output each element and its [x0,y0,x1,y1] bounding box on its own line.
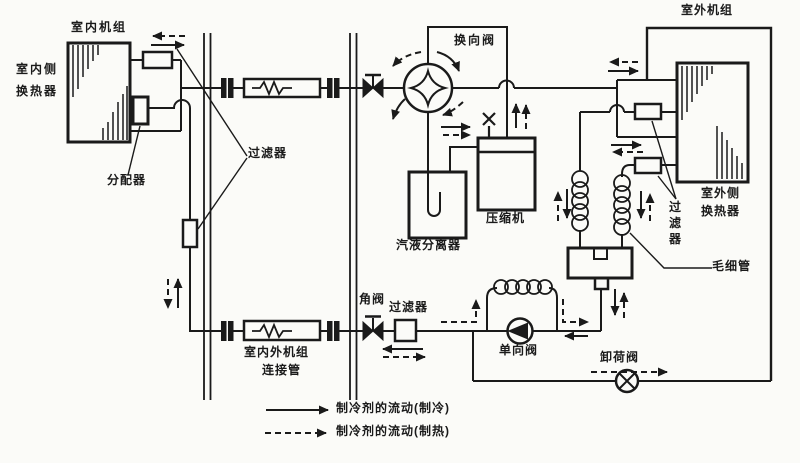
check-valve-section [383,279,601,381]
compressor [476,112,537,212]
legend-cooling-label: 制冷剂的流动(制冷) [336,401,450,415]
angle-valve-top [362,73,404,99]
gas-liquid-separator [407,112,478,240]
capillary-label: 毛细管 [712,259,752,273]
flare-connector [221,321,227,341]
capillary-header [566,246,634,280]
flare-connector [228,78,234,98]
reversing-valve [402,26,617,138]
reversing-valve-label: 换向阀 [454,33,497,47]
outdoor-hx-label-2: 换热器 [701,204,741,218]
capillary-coil-2 [613,174,631,236]
line-filter-bottom [393,318,418,343]
indoor-hx-label-1: 室内侧 [16,62,59,76]
connecting-pipes [221,77,363,342]
distributor [131,95,150,126]
hatch-lines [72,45,128,140]
check-valve-label: 单向阀 [499,343,539,357]
wall-right [349,33,358,400]
outdoor-filter-2 [633,156,663,175]
flare-connector [334,321,340,341]
separator-label: 汽液分离器 [396,238,462,252]
outdoor-hx-label-1: 室外侧 [701,186,741,200]
unload-valve-label: 卸荷阀 [600,350,640,364]
flare-connector [228,321,234,341]
flare-connector [327,78,333,98]
indoor-top-filter [141,50,174,70]
angle-valve-bottom [362,315,384,342]
indoor-piping [130,50,222,332]
outdoor-heat-exchanger [675,61,750,184]
flow-arrows-heating [152,31,668,377]
distributor-label: 分配器 [107,173,147,187]
flare-connector [327,321,333,341]
leader-lines [127,48,712,269]
indoor-filter-label: 过滤器 [248,146,288,160]
outdoor-unit-outline [645,26,773,381]
indoor-line-filter [181,218,199,249]
outdoor-filter-label: 过滤器 [669,200,682,246]
unload-valve-line [473,368,771,394]
capillary-coil-1 [571,170,589,232]
outdoor-circuit [566,79,677,331]
flare-connector [221,78,227,98]
connecting-pipe-label-2: 连接管 [262,363,302,377]
flow-legend [265,405,329,438]
legend-heating-label: 制冷剂的流动(制热) [336,424,450,438]
outdoor-filter-1 [633,102,663,121]
service-valve-icon [482,112,496,138]
bottom-filter-label: 过滤器 [389,300,429,314]
flow-arrows-cooling [151,40,646,354]
angle-valve-label: 角阀 [359,292,386,306]
outdoor-unit-title: 室外机组 [681,3,734,17]
flare-connector [334,78,340,98]
bypass-coil [493,279,553,295]
indoor-hx-label-2: 换热器 [16,84,59,98]
compressor-label: 压缩机 [486,211,526,225]
hatch-lines [681,66,743,179]
wall-left [203,33,212,400]
indoor-heat-exchanger [66,41,132,144]
connecting-pipe-label-1: 室内外机组 [244,345,310,359]
indoor-unit-title: 室内机组 [71,20,128,34]
